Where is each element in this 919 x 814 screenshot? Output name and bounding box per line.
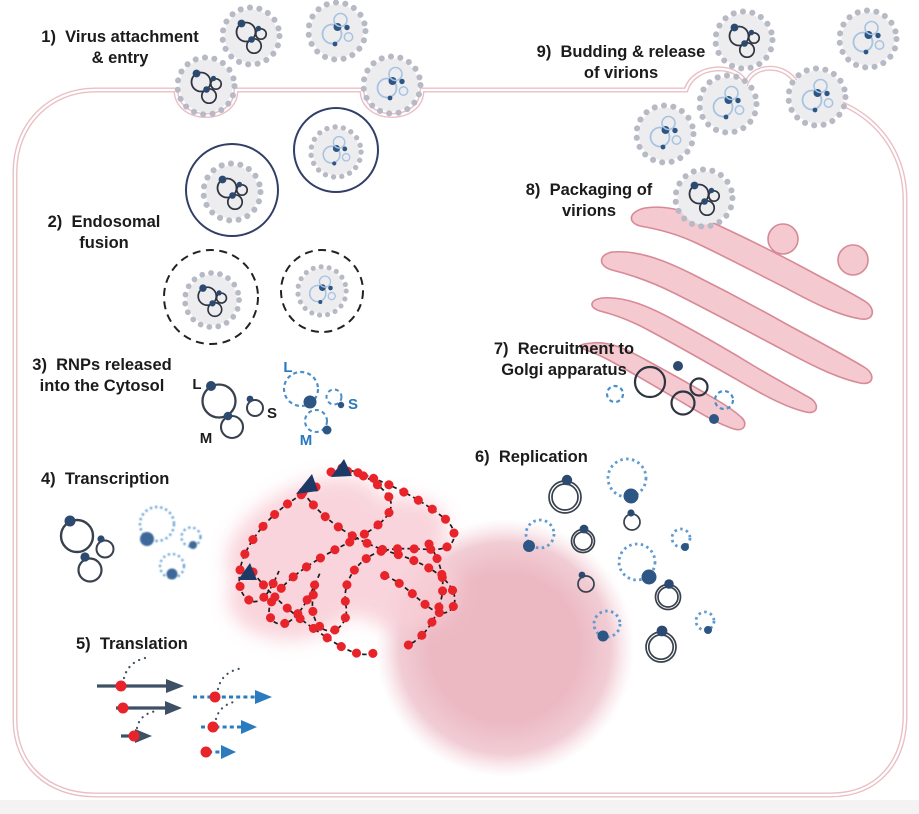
extracellular-virion [309, 3, 366, 60]
genomic-rnp-set [201, 381, 264, 440]
golgi-cisterna [600, 250, 873, 385]
endosomal-virion [185, 273, 239, 327]
translation-arrows-dark [97, 655, 184, 743]
extracellular-bottom-band [0, 800, 919, 814]
step-9-line1: 9) Budding & release [536, 43, 706, 61]
transcription-rnp-cluster-dark [59, 515, 115, 583]
endosome-dashed [280, 249, 364, 333]
step-3-line2: into the Cytosol [39, 377, 165, 396]
step-label-3: 3) RNPs released into the Cytosol [18, 355, 186, 397]
segment-label-l-blue: L [283, 359, 292, 376]
endosome-dashed [163, 249, 259, 345]
golgi-cisterna [630, 206, 874, 320]
step-label-4: 4) Transcription [41, 469, 201, 490]
golgi-cisterna [591, 296, 818, 414]
translation-arrows-blue [193, 666, 272, 759]
golgi-apparatus [579, 206, 874, 431]
step-5-line1: 5) Translation [76, 635, 188, 653]
antigenomic-rnp-set [282, 370, 345, 435]
segment-label-m-blue: M [300, 432, 313, 449]
segment-label-s: S [267, 405, 277, 422]
endosomal-virion [311, 127, 361, 177]
ribosome-dot [207, 721, 219, 733]
step-2-line1: 2) Endosomal [47, 213, 161, 231]
golgi-cisterna [579, 341, 746, 431]
endosomal-virion [204, 164, 261, 221]
ribosome-dot [200, 746, 212, 758]
endosomal-virion [298, 267, 346, 315]
step-label-7: 7) Recruitment to Golgi apparatus [486, 339, 642, 381]
transcription-rnp-cluster-blue [138, 505, 202, 580]
packaged-virion [676, 170, 733, 227]
replication-rnp-rings [523, 457, 716, 663]
segment-label-m: M [200, 430, 213, 447]
golgi-vesicle [837, 244, 869, 276]
ribosome-dot [128, 730, 140, 742]
ribosome-dot [209, 691, 221, 703]
extracellular-virion [840, 11, 897, 68]
intracellular-virion [637, 106, 694, 163]
step-label-8: 8) Packaging of virions [518, 180, 660, 222]
step-8-line2: virions [561, 202, 617, 221]
step-label-1: 1) Virus attachment & entry [30, 27, 210, 69]
step-8-line1: 8) Packaging of [525, 181, 653, 199]
segment-label-s-blue: S [348, 396, 358, 413]
step-1-line2: & entry [91, 49, 149, 68]
endosome-solid [293, 107, 379, 193]
step-7-line2: Golgi apparatus [501, 361, 627, 380]
step-label-6: 6) Replication [475, 447, 615, 468]
endosomes [163, 107, 379, 345]
rough-er-glow [226, 476, 460, 640]
extracellular-virion [223, 8, 280, 65]
golgi-vesicle [767, 223, 799, 255]
er-polymerase-arrowheads [238, 459, 352, 580]
membrane-pit-virion [364, 57, 421, 114]
ribosome-dot [115, 680, 127, 692]
extracellular-virion [716, 12, 773, 69]
step-4-line1: 4) Transcription [41, 470, 170, 488]
segment-label-l: L [192, 376, 201, 393]
step-1-line1: 1) Virus attachment [41, 28, 199, 46]
step-9-line2: of virions [583, 64, 659, 83]
endosome-solid [185, 143, 279, 237]
step-label-9: 9) Budding & release of virions [528, 42, 714, 84]
ribosome-dot [117, 702, 129, 714]
budding-virion [789, 69, 846, 126]
step-2-line2: fusion [79, 234, 129, 253]
step-7-line1: 7) Recruitment to [493, 340, 635, 358]
step-6-line1: 6) Replication [475, 448, 588, 466]
step-3-line1: 3) RNPs released [32, 356, 172, 374]
step-label-5: 5) Translation [76, 634, 216, 655]
recruitment-rnp-group [605, 361, 735, 424]
step-label-2: 2) Endosomal fusion [38, 212, 170, 254]
